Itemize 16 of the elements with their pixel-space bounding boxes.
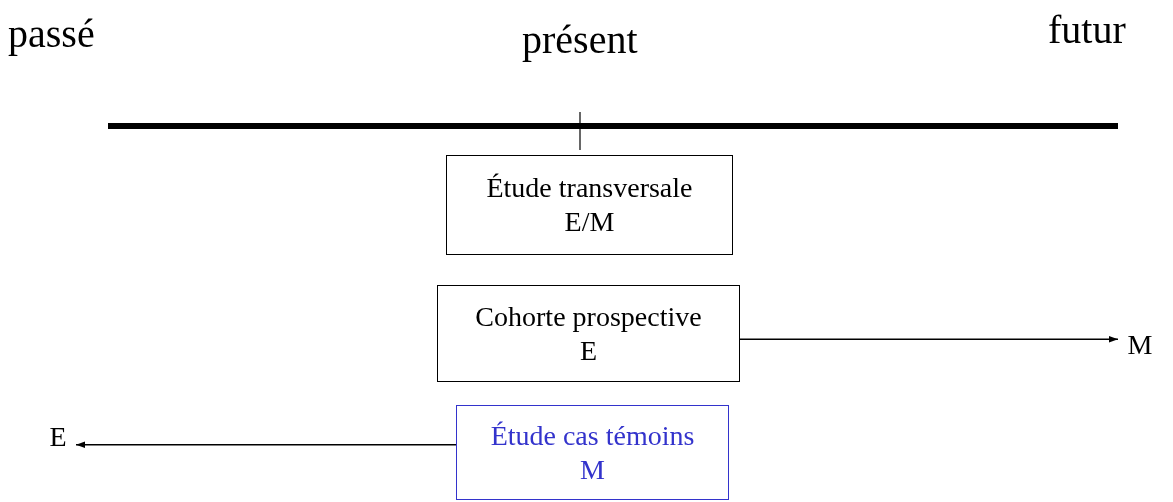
box-title: Étude transversale bbox=[486, 171, 693, 205]
arrow bbox=[739, 336, 1119, 343]
box-subtitle: E bbox=[579, 333, 598, 368]
node-text: M bbox=[1118, 327, 1162, 363]
time-label: présent bbox=[522, 16, 638, 63]
study-box bbox=[437, 285, 740, 382]
study-box bbox=[456, 405, 729, 500]
box-subtitle: M bbox=[580, 452, 605, 487]
study-box bbox=[446, 155, 733, 255]
box-title: Étude cas témoins bbox=[490, 418, 695, 453]
box-title: Cohorte prospective bbox=[475, 299, 702, 334]
arrow bbox=[75, 441, 457, 448]
time-label: futur bbox=[1048, 6, 1126, 53]
node-text: E bbox=[40, 419, 76, 455]
box-subtitle: E/M bbox=[564, 205, 615, 239]
time-label: passé bbox=[8, 10, 95, 57]
